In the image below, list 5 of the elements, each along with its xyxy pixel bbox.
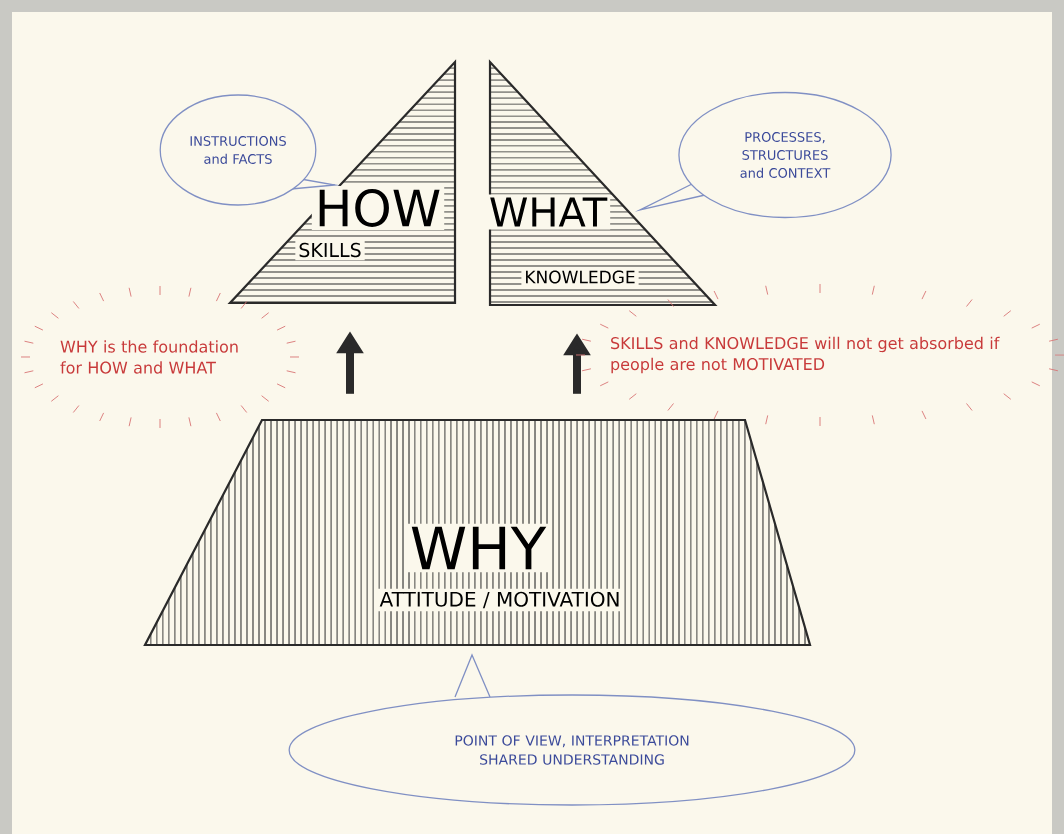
speech-bubble: PROCESSES, STRUCTURES and CONTEXT: [634, 91, 892, 219]
note-text: WHY is the foundation for HOW and WHAT: [60, 340, 238, 374]
hatched-trapezoid: WHY ATTITUDE / MOTIVATION: [143, 418, 812, 647]
speech-bubble: POINT OF VIEW, INTERPRETATION SHARED UNDERSTANDING: [288, 653, 856, 806]
note-text: SKILLS and KNOWLEDGE will not get absorbed if people are not MOTIVATED: [611, 336, 1000, 374]
